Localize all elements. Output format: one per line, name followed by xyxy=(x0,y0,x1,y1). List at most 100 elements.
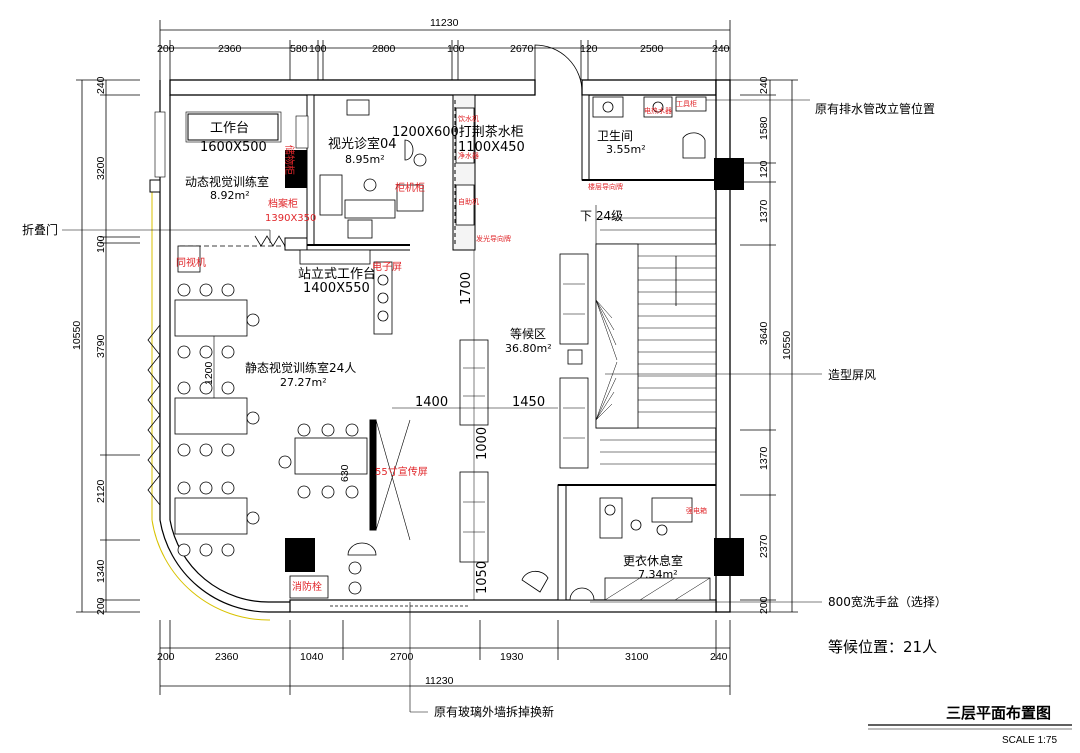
glass-callout: 原有玻璃外墙拆掉换新 xyxy=(434,704,554,719)
dim-top-seg: 100 xyxy=(309,43,327,55)
dim-bottom-seg: 3100 xyxy=(625,651,649,663)
toilet-sign-label: 电热水器 xyxy=(644,106,672,115)
archive-label: 档案柜 xyxy=(268,197,298,210)
folding-door-callout: 折叠门 xyxy=(22,222,58,237)
dim-right-seg: 200 xyxy=(758,596,770,614)
archive-size: 1390X350 xyxy=(265,213,316,224)
dim-right-seg: 1370 xyxy=(758,199,770,223)
dim-top-seg: 100 xyxy=(447,43,465,55)
dim-right-seg: 120 xyxy=(758,160,770,178)
tool-label: 工具柜 xyxy=(676,99,697,108)
toilet-name: 卫生间 xyxy=(597,129,633,143)
floor-sign-label: 楼层导向牌 xyxy=(588,182,623,191)
dim-1200: 1200 xyxy=(203,361,215,385)
toilet-area: 3.55m² xyxy=(606,143,646,156)
locker-name: 更衣休息室 xyxy=(623,553,683,568)
dim-1050: 1050 xyxy=(475,561,490,594)
dim-right-seg: 1370 xyxy=(758,446,770,470)
dim-right-seg: 240 xyxy=(758,76,770,94)
stand-desk-label: 站立式工作台 xyxy=(298,267,376,282)
ad-screen-label: 55寸宣传屏 xyxy=(375,465,428,478)
dim-630: 630 xyxy=(339,464,351,482)
dim-bottom-seg: 240 xyxy=(710,651,728,663)
locker-area: 7.34m² xyxy=(638,568,678,581)
right-dimension-chain: 240 1580 120 1370 3640 1370 2370 200 105… xyxy=(730,76,798,614)
static-room-area: 27.27m² xyxy=(280,376,327,389)
dim-bottom-seg: 1930 xyxy=(500,651,524,663)
title-block: 三层平面布置图 SCALE 1:75 xyxy=(868,704,1072,746)
dim-top-seg: 240 xyxy=(712,43,730,55)
clinic-name: 视光诊室04 xyxy=(328,136,397,152)
water-label: 净水器 xyxy=(458,151,479,160)
staircase: 下 24级 楼层导向牌 xyxy=(580,182,717,465)
dynamic-room-name: 动态视觉训练室 xyxy=(185,174,269,189)
dim-left-seg: 100 xyxy=(95,235,107,253)
dim-left-seg: 240 xyxy=(95,76,107,94)
drain-callout: 原有排水管改立管位置 xyxy=(815,101,935,116)
dim-left-seg: 3790 xyxy=(95,334,107,358)
dim-left-seg: 1340 xyxy=(95,559,107,583)
dim-top-seg: 200 xyxy=(157,43,175,55)
dim-bottom-seg: 2700 xyxy=(390,651,414,663)
dim-top-total: 11230 xyxy=(430,17,459,29)
desk-size: 1600X500 xyxy=(200,140,267,155)
dim-bottom-seg: 1040 xyxy=(300,651,324,663)
dim-top-seg: 2670 xyxy=(510,43,534,55)
static-training-room: 同视机 静态视觉训练室24人 27.27m² 1200 站立式工作台 14 xyxy=(174,245,428,599)
tea-cabinet: 1200X600打荆茶水柜 1100X450 饮水机 净水器 自助机 发光导向牌 xyxy=(392,107,525,243)
tea-cabinet-label: 1200X600打荆茶水柜 xyxy=(392,124,524,140)
machine-label: 自助机 xyxy=(458,197,479,206)
waiting-name: 等候区 xyxy=(510,327,546,341)
desk-label: 工作台 xyxy=(210,121,249,136)
left-dimension-chain: 10550 240 3200 100 3790 2120 1340 200 xyxy=(71,76,140,615)
sync-label: 同视机 xyxy=(176,256,206,269)
stairs-label: 下 24级 xyxy=(580,209,623,223)
dim-left-total: 10550 xyxy=(71,321,83,350)
fire-label: 消防栓 xyxy=(292,580,322,593)
dim-1700: 1700 xyxy=(459,272,474,305)
dim-top-seg: 2500 xyxy=(640,43,664,55)
callouts: 折叠门 原有排水管改立管位置 造型屏风 800宽洗手盆（选择） 原有玻璃外墙拆掉… xyxy=(22,101,947,719)
dim-left-seg: 200 xyxy=(95,597,107,615)
structural-columns xyxy=(285,150,744,576)
dim-right-seg: 2370 xyxy=(758,534,770,558)
dynamic-room-area: 8.92m² xyxy=(210,189,250,202)
dim-top-seg: 580 xyxy=(290,43,308,55)
dim-right-seg: 3640 xyxy=(758,321,770,345)
dim-right-seg: 1580 xyxy=(758,116,770,140)
top-dimension-chain: 11230 200 2360 580 100 2800 100 2670 120… xyxy=(157,17,731,80)
dim-right-total: 10550 xyxy=(781,331,793,360)
dim-1450: 1450 xyxy=(512,395,545,410)
dim-1000: 1000 xyxy=(475,427,490,460)
wall-top-label: 饮水机 xyxy=(458,114,479,123)
waiting-area: 等候区 36.80m² 1400 1450 1700 1000 1050 xyxy=(392,250,589,600)
cabinet-label: 柜机柜 xyxy=(395,181,425,194)
clinic-room: 视光诊室04 8.95m² 柜机柜 xyxy=(319,99,427,239)
bottom-dimension-chain: 200 2360 1040 2700 1930 3100 240 11230 xyxy=(157,620,731,695)
power-label: 强电箱 xyxy=(686,506,707,515)
dim-top-seg: 2360 xyxy=(218,43,242,55)
toilet-room: 电热水器 工具柜 卫生间 3.55m² xyxy=(592,96,810,159)
locker-room: 更衣休息室 7.34m² 强电箱 xyxy=(569,497,711,601)
screen-label: 电子屏 xyxy=(372,260,402,273)
scale-label: SCALE 1:75 xyxy=(1002,735,1057,746)
clinic-area: 8.95m² xyxy=(345,153,385,166)
dim-bottom-seg: 2360 xyxy=(215,651,239,663)
drawing-title: 三层平面布置图 xyxy=(946,704,1051,722)
dim-top-seg: 120 xyxy=(580,43,598,55)
screen-wall-callout: 造型屏风 xyxy=(828,368,876,382)
static-room-name: 静态视觉训练室24人 xyxy=(245,360,356,375)
dim-left-seg: 2120 xyxy=(95,479,107,503)
dim-1400: 1400 xyxy=(415,395,448,410)
stand-desk-size: 1400X550 xyxy=(303,281,370,296)
sink-callout: 800宽洗手盆（选择） xyxy=(828,594,947,609)
tea-cabinet-size: 1100X450 xyxy=(458,140,525,155)
dim-bottom-seg: 200 xyxy=(157,651,175,663)
dim-top-seg: 2800 xyxy=(372,43,396,55)
dim-bottom-total: 11230 xyxy=(425,675,454,687)
waiting-summary: 等候位置：21人 xyxy=(828,638,937,656)
dynamic-training-room: 工作台 1600X500 动态视觉训练室 8.92m² 储物柜 档案柜 1390… xyxy=(154,111,316,224)
storage-label: 储物柜 xyxy=(283,145,296,175)
outer-walls xyxy=(147,44,731,621)
